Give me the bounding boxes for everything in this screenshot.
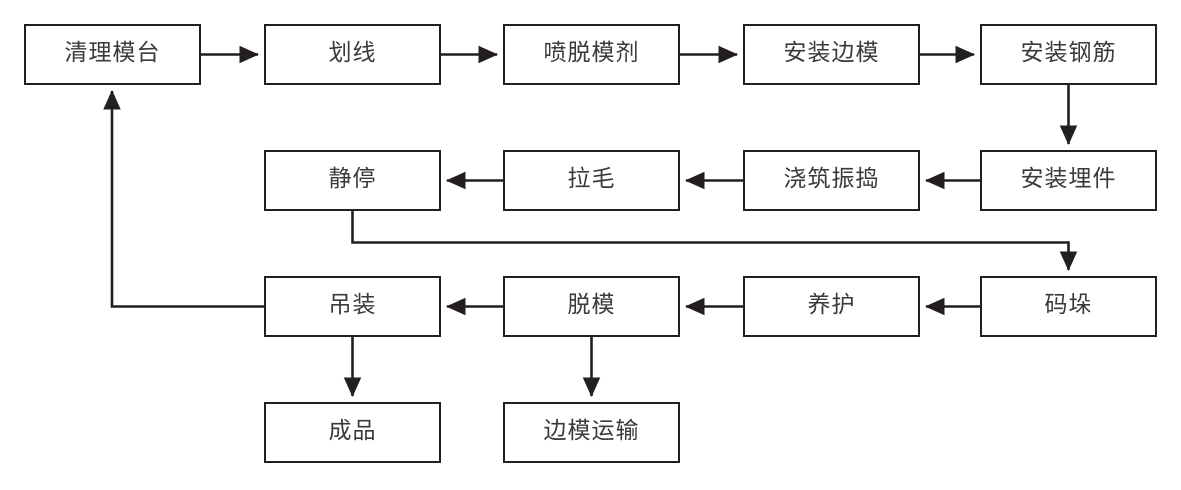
node-label: 成品 bbox=[328, 418, 377, 444]
node-label: 拉毛 bbox=[567, 166, 616, 192]
node-jingting[interactable]: 静停 bbox=[264, 150, 441, 211]
node-label: 划线 bbox=[328, 40, 377, 66]
node-label: 清理模台 bbox=[64, 40, 161, 66]
node-jiaozhu-zhendao[interactable]: 浇筑振捣 bbox=[743, 150, 920, 211]
node-lamao[interactable]: 拉毛 bbox=[503, 150, 680, 211]
node-chengpin[interactable]: 成品 bbox=[264, 402, 441, 463]
node-label: 边模运输 bbox=[543, 418, 640, 444]
node-tuomo[interactable]: 脱模 bbox=[503, 276, 680, 337]
edge-jingting-to-maduo bbox=[351, 211, 1078, 272]
node-label: 浇筑振捣 bbox=[783, 166, 880, 192]
node-bianmo-yunshu[interactable]: 边模运输 bbox=[503, 402, 680, 463]
edge-diaozhuang-to-qinglimotai bbox=[103, 89, 264, 308]
node-anzhuang-maijian[interactable]: 安装埋件 bbox=[980, 150, 1157, 211]
node-label: 吊装 bbox=[328, 292, 377, 318]
node-label: 安装边模 bbox=[783, 40, 880, 66]
node-maduo[interactable]: 码垛 bbox=[980, 276, 1157, 337]
node-qingli-motai[interactable]: 清理模台 bbox=[24, 24, 201, 85]
node-label: 脱模 bbox=[567, 292, 616, 318]
node-label: 养护 bbox=[807, 292, 856, 318]
node-label: 安装钢筋 bbox=[1020, 40, 1117, 66]
node-anzhuang-gangjin[interactable]: 安装钢筋 bbox=[980, 24, 1157, 85]
node-label: 码垛 bbox=[1044, 292, 1093, 318]
node-label: 喷脱模剂 bbox=[543, 40, 640, 66]
node-label: 静停 bbox=[328, 166, 377, 192]
node-huaxian[interactable]: 划线 bbox=[264, 24, 441, 85]
node-yanghu[interactable]: 养护 bbox=[743, 276, 920, 337]
node-diaozhuang[interactable]: 吊装 bbox=[264, 276, 441, 337]
node-anzhuang-bianmo[interactable]: 安装边模 bbox=[743, 24, 920, 85]
node-label: 安装埋件 bbox=[1020, 166, 1117, 192]
node-pen-tuomoji[interactable]: 喷脱模剂 bbox=[503, 24, 680, 85]
